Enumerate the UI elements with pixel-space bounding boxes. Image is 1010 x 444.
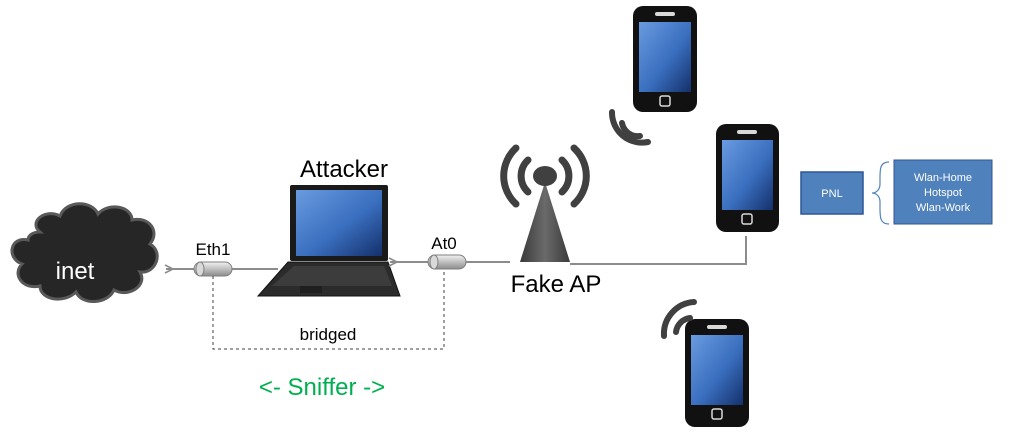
wifi-signal-icon bbox=[660, 299, 697, 339]
pnl-list-item: Hotspot bbox=[924, 187, 962, 199]
cloud-icon bbox=[10, 202, 159, 303]
bridged-bracket bbox=[212, 269, 445, 350]
pnl-list-box bbox=[893, 159, 993, 225]
pnl-box bbox=[800, 171, 864, 215]
pnl-brace bbox=[871, 161, 890, 225]
eth1-label: Eth1 bbox=[196, 240, 231, 259]
pnl-list-item: Wlan-Home bbox=[914, 172, 972, 184]
attacker-label: Attacker bbox=[300, 156, 388, 183]
connector-plug-icon bbox=[427, 254, 467, 270]
laptop-icon bbox=[256, 185, 401, 297]
inet-label: inet bbox=[56, 258, 95, 285]
at0-label: At0 bbox=[431, 234, 457, 253]
smartphone-icon bbox=[633, 6, 697, 112]
smartphone-icon bbox=[716, 124, 779, 232]
sniffer-label: <- Sniffer -> bbox=[259, 374, 385, 401]
fake-ap-label: Fake AP bbox=[511, 271, 602, 298]
wifi-signal-icon bbox=[608, 109, 651, 146]
connector-plug-icon bbox=[193, 261, 233, 277]
smartphone-icon bbox=[685, 319, 749, 427]
pnl-label: PNL bbox=[821, 188, 842, 200]
bridged-label: bridged bbox=[300, 325, 357, 344]
pnl-list-item: Wlan-Work bbox=[916, 202, 971, 214]
antenna-tower-icon bbox=[500, 144, 590, 262]
link-fakeap-phone bbox=[570, 236, 747, 265]
